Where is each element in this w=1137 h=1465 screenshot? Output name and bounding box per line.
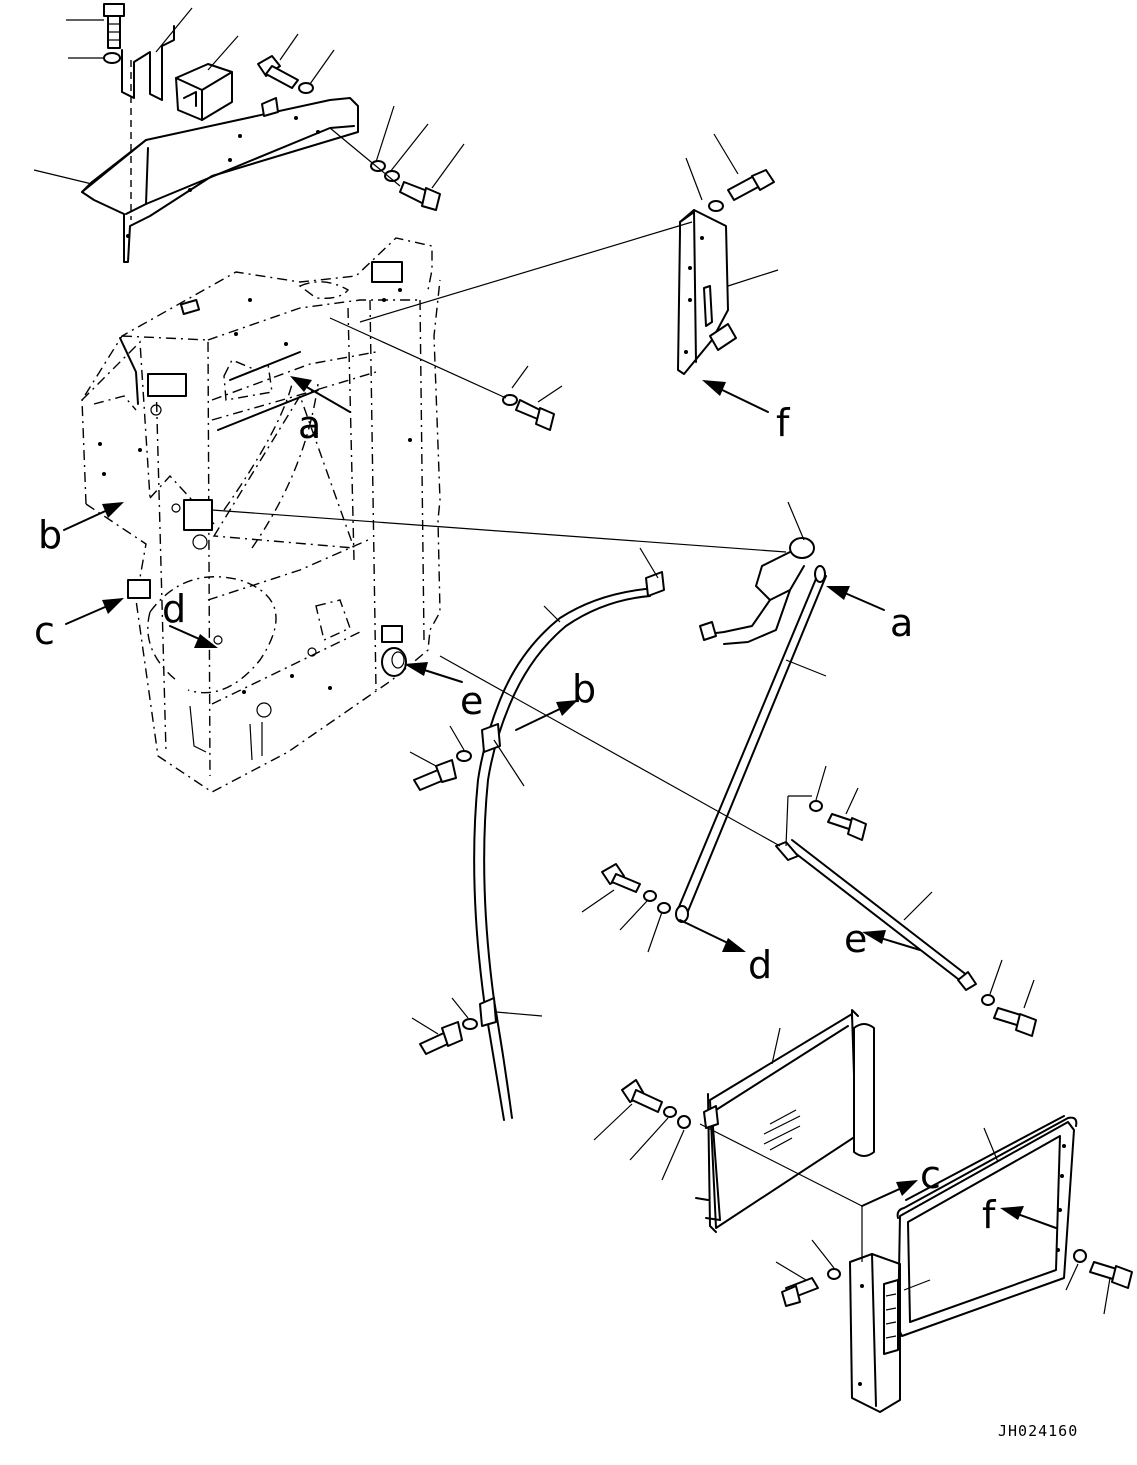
arrow-a-target bbox=[826, 586, 885, 611]
bolt-top-left bbox=[103, 3, 125, 49]
label-e-target: e bbox=[844, 917, 867, 961]
label-d-target: d bbox=[748, 943, 772, 987]
drain-plug bbox=[381, 647, 407, 677]
bolt-upper-mid bbox=[257, 55, 299, 89]
side-shield-bracket bbox=[359, 133, 779, 375]
overflow-tube bbox=[473, 547, 665, 1121]
hook-bracket bbox=[121, 25, 175, 101]
arrow-d-target bbox=[679, 919, 746, 952]
drawing-code: JH024160 bbox=[998, 1422, 1078, 1440]
condenser-panel bbox=[695, 1009, 875, 1233]
label-b-target: b bbox=[572, 667, 596, 711]
bolt-clip-lower bbox=[419, 1021, 463, 1055]
hinge-bracket bbox=[849, 1206, 931, 1413]
arrow-e-target bbox=[862, 930, 921, 951]
arrow-a-source bbox=[290, 376, 351, 413]
channel-bracket bbox=[81, 97, 359, 263]
washer-mid bbox=[502, 394, 518, 406]
arrow-e-source bbox=[404, 662, 463, 683]
view-arrows bbox=[63, 376, 1057, 1229]
label-f-target: f bbox=[982, 1193, 997, 1237]
filler-neck bbox=[211, 501, 815, 645]
arrow-d-source bbox=[169, 625, 218, 648]
label-a-source: a bbox=[298, 403, 321, 447]
screen-frame bbox=[896, 1115, 1078, 1337]
bolt-stay-e-lower bbox=[993, 1007, 1037, 1037]
bolt-hinge bbox=[781, 1277, 819, 1307]
arrow-f-source bbox=[702, 380, 769, 413]
washer-top-left bbox=[103, 52, 121, 64]
label-a-target: a bbox=[890, 601, 913, 645]
arrow-b-target bbox=[515, 700, 578, 731]
view-letter-labels: a a b b c c d d e e f f bbox=[34, 401, 997, 1237]
arrow-f-target bbox=[1000, 1206, 1057, 1229]
bolt-upper-right bbox=[399, 181, 441, 211]
rubber-block bbox=[175, 63, 233, 121]
bolt-mid bbox=[515, 399, 555, 431]
bolt-shield bbox=[727, 169, 775, 201]
arrow-c-source bbox=[65, 598, 124, 625]
bolt-frame-right bbox=[1089, 1261, 1133, 1289]
radiator-frame-phantom bbox=[81, 237, 441, 793]
bolt-stay-lower bbox=[601, 863, 641, 893]
stay-rod bbox=[675, 565, 827, 923]
label-c-source: c bbox=[34, 609, 55, 653]
arrow-c-target bbox=[861, 1180, 918, 1207]
label-d-source: d bbox=[162, 587, 186, 631]
label-b-source: b bbox=[38, 513, 62, 557]
label-c-target: c bbox=[920, 1153, 941, 1197]
top-bracket-assembly bbox=[33, 3, 465, 263]
bolt-condenser bbox=[621, 1079, 663, 1113]
bolt-stay-e-upper bbox=[827, 813, 867, 841]
label-f-source: f bbox=[776, 401, 791, 445]
stay-rod-e bbox=[439, 655, 977, 991]
washer-upper-mid bbox=[298, 82, 314, 94]
arrow-b-source bbox=[63, 502, 124, 531]
label-e-source: e bbox=[460, 679, 483, 723]
bolt-clip-upper bbox=[413, 759, 457, 791]
